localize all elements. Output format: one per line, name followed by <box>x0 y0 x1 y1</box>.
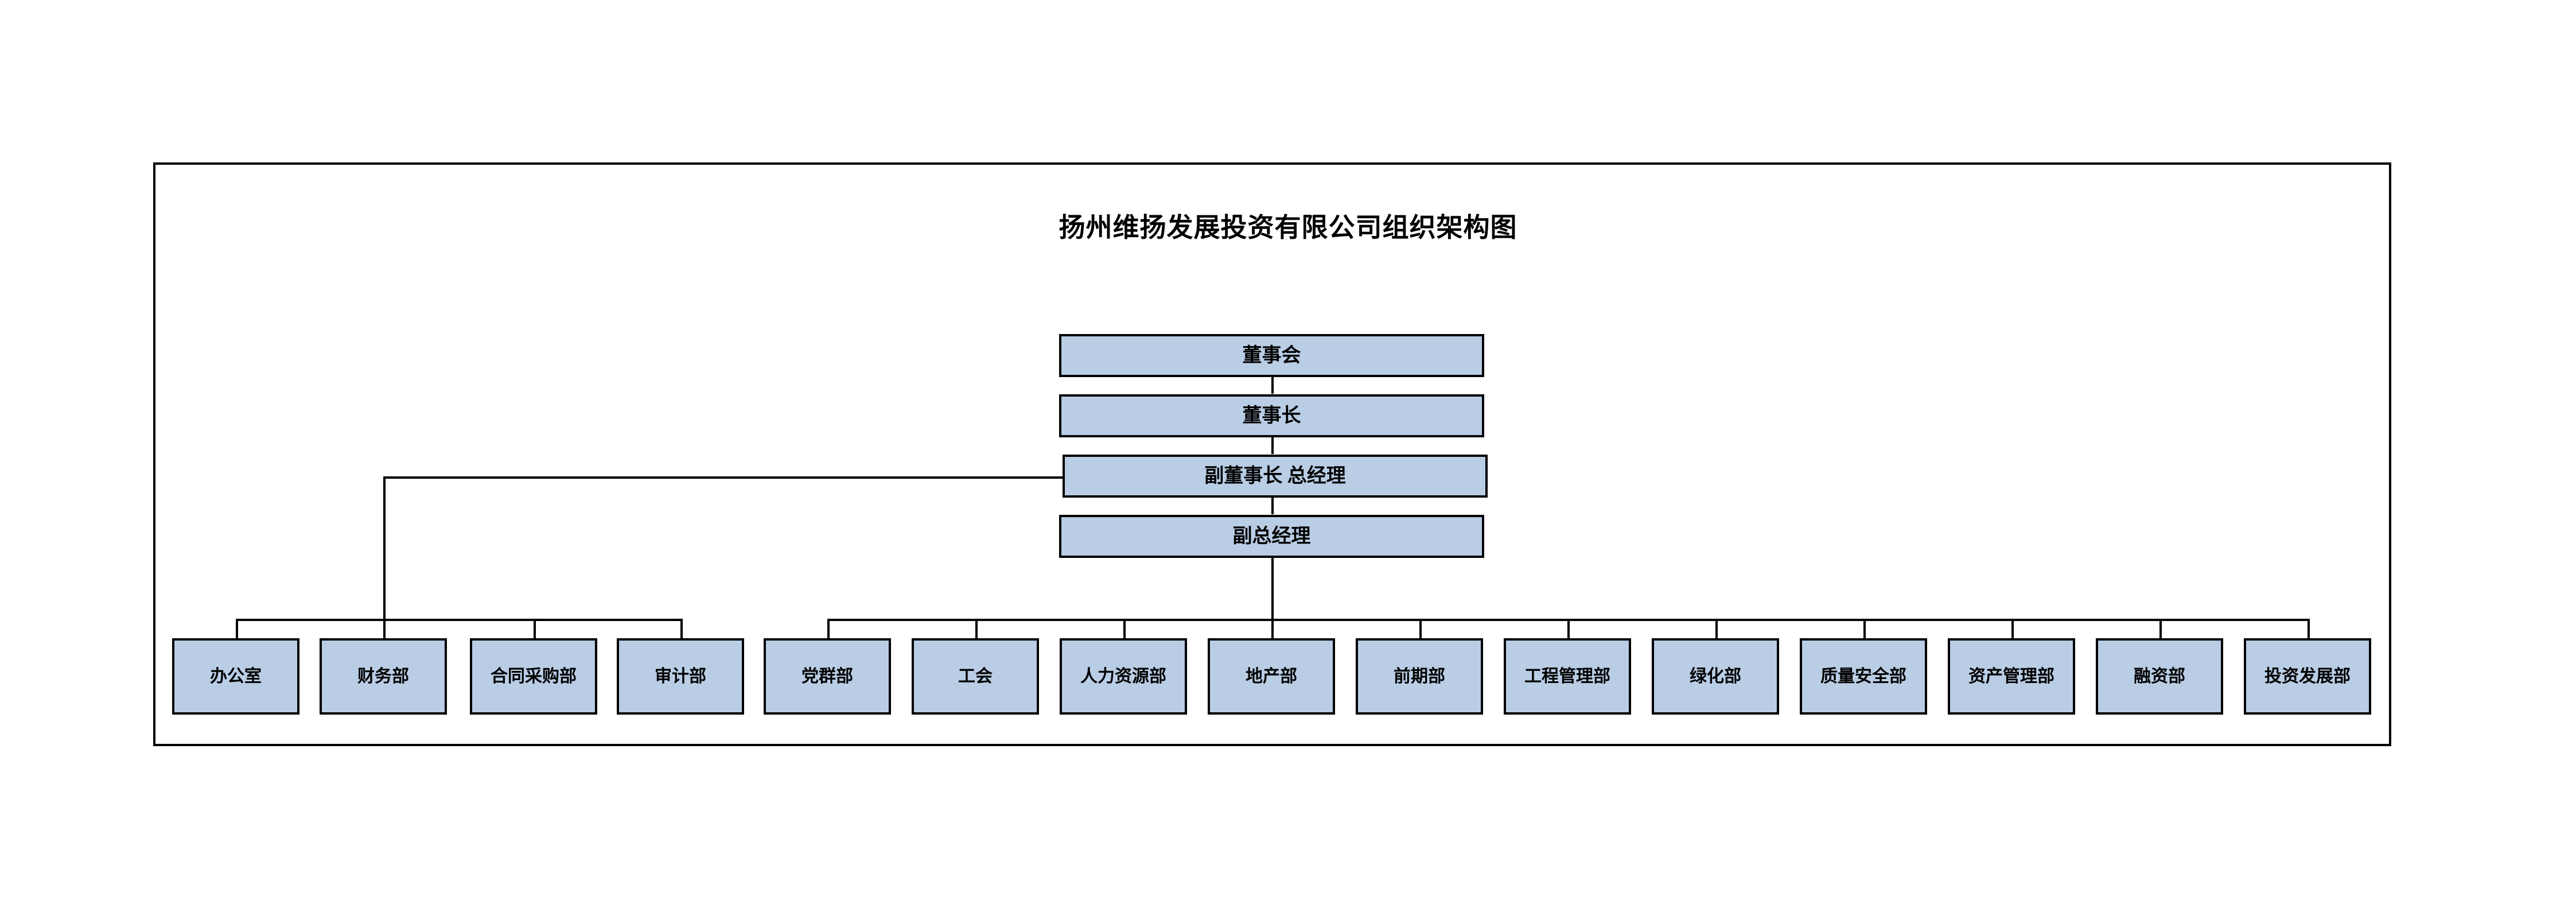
node-department-quality-safety[interactable]: 质量安全部 <box>1800 638 1927 715</box>
node-department-preliminary[interactable]: 前期部 <box>1356 638 1483 715</box>
node-department-landscaping[interactable]: 绿化部 <box>1652 638 1779 715</box>
connector-drop-landscaping <box>1715 619 1718 639</box>
connector-drop-asset-mgmt <box>2011 619 2014 639</box>
connector-drop-quality-safety <box>1863 619 1866 639</box>
connector-drop-contract-purchase <box>534 619 536 639</box>
connector-vicechair-elbow-horizontal <box>383 476 1063 479</box>
connector-drop-preliminary <box>1419 619 1422 639</box>
node-department-investment-development[interactable]: 投资发展部 <box>2244 638 2371 715</box>
connector-drop-audit <box>680 619 683 639</box>
node-chairman[interactable]: 董事长 <box>1059 394 1484 437</box>
node-department-office[interactable]: 办公室 <box>172 638 299 715</box>
connector-drop-human-resources <box>1123 619 1126 639</box>
page-title: 扬州维扬发展投资有限公司组织架构图 <box>1059 213 1517 242</box>
connector-vicechair-to-deputygm <box>1271 497 1274 514</box>
node-deputy-general-manager[interactable]: 副总经理 <box>1059 515 1484 558</box>
connector-drop-labor-union <box>975 619 978 639</box>
node-department-contract-purchase[interactable]: 合同采购部 <box>470 638 597 715</box>
node-department-finance[interactable]: 财务部 <box>320 638 447 715</box>
connector-drop-investment-dev <box>2307 619 2310 639</box>
connector-drop-finance <box>383 619 386 639</box>
connector-drop-financing <box>2159 619 2162 639</box>
node-department-financing[interactable]: 融资部 <box>2096 638 2223 715</box>
node-board[interactable]: 董事会 <box>1059 334 1484 377</box>
node-department-engineering-management[interactable]: 工程管理部 <box>1504 638 1631 715</box>
node-department-labor-union[interactable]: 工会 <box>912 638 1039 715</box>
connector-chairman-to-vicechair <box>1271 437 1274 454</box>
connector-drop-engineering-mgmt <box>1567 619 1570 639</box>
node-department-party-mass[interactable]: 党群部 <box>764 638 891 715</box>
node-department-real-estate[interactable]: 地产部 <box>1208 638 1335 715</box>
node-department-asset-management[interactable]: 资产管理部 <box>1948 638 2075 715</box>
connector-drop-office <box>236 619 238 639</box>
connector-vicechair-elbow-vertical <box>383 476 386 638</box>
node-vice-chairman-general-manager[interactable]: 副董事长 总经理 <box>1063 455 1488 498</box>
connector-board-to-chairman <box>1271 377 1274 394</box>
connector-bus-vicechair <box>236 619 683 621</box>
connector-drop-party-mass <box>827 619 830 639</box>
connector-deputygm-drop <box>1271 557 1274 621</box>
connector-drop-real-estate <box>1271 619 1274 639</box>
node-department-audit[interactable]: 审计部 <box>617 638 744 715</box>
node-department-human-resources[interactable]: 人力资源部 <box>1060 638 1187 715</box>
